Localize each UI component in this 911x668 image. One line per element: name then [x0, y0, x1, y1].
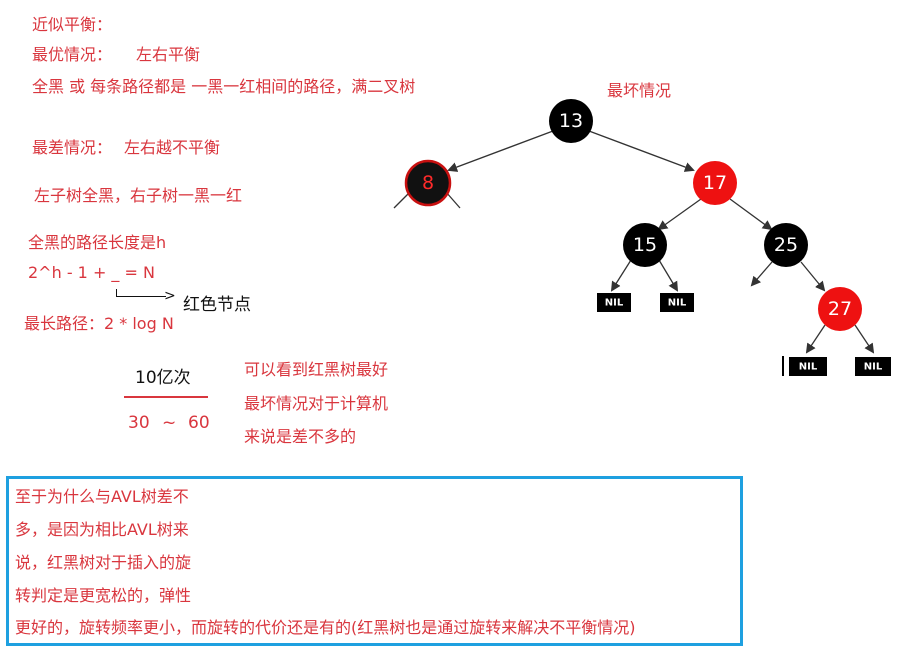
note-approx-balance: 近似平衡： — [32, 15, 113, 34]
note-all-black: 全黑 或 每条路径都是 一黑一红相间的路径，满二叉树 — [32, 77, 416, 96]
explanation-line: 说，红黑树对于插入的旋 — [15, 553, 192, 572]
note-path-length: 全黑的路径长度是h — [28, 233, 167, 252]
edge-17-15 — [657, 198, 702, 231]
tree-node-8: 8 — [404, 159, 452, 207]
note-formula: 2^h - 1 + _ = N — [28, 263, 155, 282]
nil-label: NIL — [605, 298, 624, 309]
tree-node-17: 17 — [693, 161, 737, 205]
node-13-label: 13 — [559, 110, 583, 132]
edge-8-stub-left — [393, 191, 411, 209]
edge-25-left — [750, 261, 773, 287]
edge-17-25 — [729, 198, 773, 231]
nil-label: NIL — [799, 362, 818, 373]
note-rb-best-2: 最坏情况对于计算机 — [244, 394, 389, 413]
tree-node-25: 25 — [764, 223, 808, 267]
note-longest-path: 最长路径：2 * log N — [24, 314, 174, 333]
note-range-low: 30 — [128, 413, 150, 433]
edge-8-stub-right — [445, 191, 461, 209]
explanation-line: 转判定是更宽松的，弹性 — [15, 586, 192, 605]
note-worst-case-value: 左右越不平衡 — [124, 138, 221, 157]
node-27-label: 27 — [828, 298, 852, 320]
node-8-label: 8 — [422, 172, 434, 194]
edge-27-nil-left — [805, 324, 826, 354]
nil-box: NIL — [789, 357, 827, 376]
nil-box: NIL — [597, 293, 631, 312]
explanation-box: 至于为什么与AVL树差不 多，是因为相比AVL树来 说，红黑树对于插入的旋 转判… — [6, 476, 743, 646]
edge-25-27 — [800, 261, 826, 292]
nil-label: NIL — [864, 362, 883, 373]
tree-node-15: 15 — [623, 223, 667, 267]
edge-13-17 — [588, 130, 695, 172]
note-best-case: 最优情况： — [32, 45, 113, 64]
node-25-label: 25 — [774, 234, 798, 256]
edge-13-8 — [447, 130, 554, 172]
bracket-arrow-icon: > — [164, 288, 176, 304]
note-best-case-value: 左右平衡 — [136, 45, 201, 64]
bracket-line — [116, 296, 166, 297]
note-red-nodes: 红色节点 — [183, 295, 251, 315]
note-rb-best-3: 来说是差不多的 — [244, 427, 357, 446]
note-worst-case: 最差情况： — [32, 138, 113, 157]
nil-label: NIL — [668, 298, 687, 309]
explanation-line: 多，是因为相比AVL树来 — [15, 520, 189, 539]
tree-node-13: 13 — [549, 99, 593, 143]
node-15-label: 15 — [633, 234, 657, 256]
note-rb-best-1: 可以看到红黑树最好 — [244, 360, 389, 379]
edge-15-nil-right — [658, 259, 679, 292]
nil-box: NIL — [855, 357, 891, 376]
note-range-sep: ~ — [162, 413, 177, 433]
explanation-line: 至于为什么与AVL树差不 — [15, 487, 189, 506]
note-left-right-subtree: 左子树全黑，右子树一黑一红 — [34, 186, 243, 205]
note-range-high: 60 — [188, 413, 210, 433]
fraction-line — [124, 396, 208, 398]
explanation-line: 更好的，旋转频率更小，而旋转的代价还是有的(红黑树也是通过旋转来解决不平衡情况) — [15, 618, 636, 637]
red-black-tree: 13 8 17 15 25 27 NIL NIL NIL NIL — [393, 99, 891, 376]
note-worst-label: 最坏情况 — [607, 81, 672, 100]
node-17-label: 17 — [703, 172, 727, 194]
nil-box: NIL — [660, 293, 694, 312]
edge-27-nil-right — [854, 324, 875, 354]
edge-15-nil-left — [610, 259, 632, 292]
tree-node-27: 27 — [818, 287, 862, 331]
note-billion: 10亿次 — [135, 368, 191, 388]
tree-edges — [393, 130, 875, 354]
bracket-tick — [116, 289, 117, 297]
